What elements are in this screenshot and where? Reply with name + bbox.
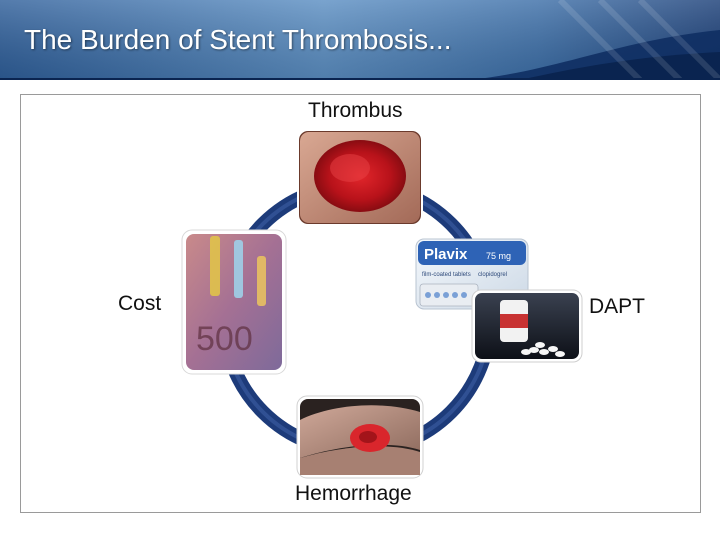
plavix-strength: 75 mg — [486, 251, 511, 261]
plavix-line2: clopidogrel — [478, 272, 507, 278]
label-hemorrhage: Hemorrhage — [295, 482, 412, 505]
label-thrombus: Thrombus — [308, 99, 403, 122]
thrombus-image — [297, 129, 423, 226]
slide-title: The Burden of Stent Thrombosis... — [24, 24, 452, 55]
header-background — [0, 0, 720, 80]
dapt-image — [471, 289, 583, 363]
label-dapt: DAPT — [589, 295, 646, 318]
cost-image: 500 — [181, 229, 287, 375]
plavix-line1: film-coated tablets — [422, 272, 471, 278]
plavix-brand: Plavix — [424, 246, 468, 263]
header-banner: The Burden of Stent Thrombosis... — [0, 0, 720, 80]
plavix-box-image: Plavix 75 mg film-coated tablets clopido… — [415, 238, 529, 310]
label-cost: Cost — [118, 292, 162, 315]
hemorrhage-image — [296, 395, 424, 479]
banknote-500: 500 — [196, 320, 253, 358]
